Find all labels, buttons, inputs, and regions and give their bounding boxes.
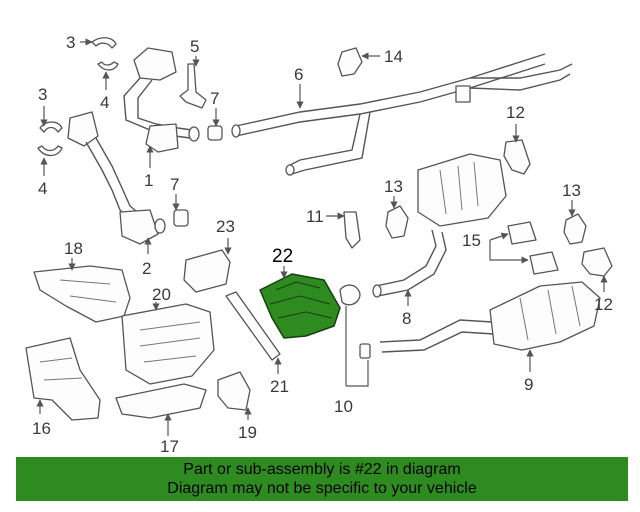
callout-16: 16 xyxy=(32,419,51,438)
part-6-intermediate-pipe[interactable] xyxy=(231,53,573,176)
callout-11: 11 xyxy=(306,207,324,226)
callout-4: 4 xyxy=(100,93,109,112)
part-1-front-pipe-left[interactable] xyxy=(123,47,200,153)
part-7-clamp-upper[interactable] xyxy=(207,125,223,141)
exploded-parts-diagram: 3 4 3 4 5 7 6 1 7 2 14 12 13 13 11 15 8 … xyxy=(25,33,613,456)
part-13-mount-right[interactable] xyxy=(563,213,587,245)
callout-18: 18 xyxy=(64,239,83,258)
callout-labels: 3 4 3 4 5 7 6 1 7 2 14 12 13 13 11 15 8 … xyxy=(32,33,613,456)
callout-5: 5 xyxy=(190,37,199,56)
banner-line-1: Part or sub-assembly is #22 in diagram xyxy=(183,461,461,478)
callout-21: 21 xyxy=(270,377,289,396)
callout-17: 17 xyxy=(160,437,179,456)
callout-4: 4 xyxy=(38,179,47,198)
part-13-mount-left[interactable] xyxy=(385,205,409,239)
part-4-clamp-lower[interactable] xyxy=(37,145,63,157)
part-4-clamp-upper[interactable] xyxy=(97,61,119,71)
part-17-heat-shield[interactable] xyxy=(115,383,207,419)
callout-6: 6 xyxy=(294,65,303,84)
part-15-sensor-lower[interactable] xyxy=(529,251,559,275)
part-14-sensor[interactable] xyxy=(337,47,363,77)
callout-7: 7 xyxy=(210,89,219,108)
part-3-clamp-lower[interactable] xyxy=(39,121,63,133)
part-10-clamp[interactable] xyxy=(339,284,371,359)
callout-8: 8 xyxy=(402,309,411,328)
part-12-hanger-lower[interactable] xyxy=(581,247,613,277)
part-22-heat-shield-highlighted[interactable] xyxy=(259,273,341,339)
callout-23: 23 xyxy=(216,217,235,236)
banner-line-2: Diagram may not be specific to your vehi… xyxy=(167,480,477,497)
callout-19: 19 xyxy=(238,423,257,442)
part-20-heat-shield[interactable] xyxy=(121,303,215,385)
callout-22: 22 xyxy=(272,246,293,267)
callout-2: 2 xyxy=(142,259,151,278)
part-5-bracket[interactable] xyxy=(179,63,207,109)
part-23-heat-shield[interactable] xyxy=(183,249,231,293)
callout-12: 12 xyxy=(506,103,525,122)
part-11-bracket[interactable] xyxy=(343,211,361,249)
callout-15: 15 xyxy=(462,231,481,250)
part-21-heat-shield-strip[interactable] xyxy=(225,291,281,361)
callout-7: 7 xyxy=(170,175,179,194)
info-banner: Part or sub-assembly is #22 in diagram D… xyxy=(16,457,628,501)
rear-muffler-upper[interactable] xyxy=(417,153,507,227)
part-2-front-pipe-right[interactable] xyxy=(67,111,166,245)
callout-12: 12 xyxy=(594,295,613,314)
callout-14: 14 xyxy=(384,47,403,66)
part-19-bracket[interactable] xyxy=(217,371,251,411)
callout-20: 20 xyxy=(152,285,171,304)
part-9-rear-muffler[interactable] xyxy=(379,281,601,353)
part-12-hanger-upper[interactable] xyxy=(503,139,531,175)
callout-13: 13 xyxy=(384,177,403,196)
part-7-clamp-lower[interactable] xyxy=(173,209,189,227)
callout-3: 3 xyxy=(38,85,47,104)
callout-3: 3 xyxy=(66,33,75,52)
leader-lines xyxy=(36,38,608,436)
part-8-tail-pipe-connector[interactable] xyxy=(372,229,447,298)
callout-13: 13 xyxy=(562,181,581,200)
callout-1: 1 xyxy=(144,171,153,190)
part-15-sensor-upper[interactable] xyxy=(507,221,537,245)
part-16-heat-shield[interactable] xyxy=(25,337,101,421)
callout-10: 10 xyxy=(334,397,353,416)
part-18-heat-shield[interactable] xyxy=(33,265,131,323)
callout-9: 9 xyxy=(524,375,533,394)
part-3-clamp-upper[interactable] xyxy=(91,37,117,49)
